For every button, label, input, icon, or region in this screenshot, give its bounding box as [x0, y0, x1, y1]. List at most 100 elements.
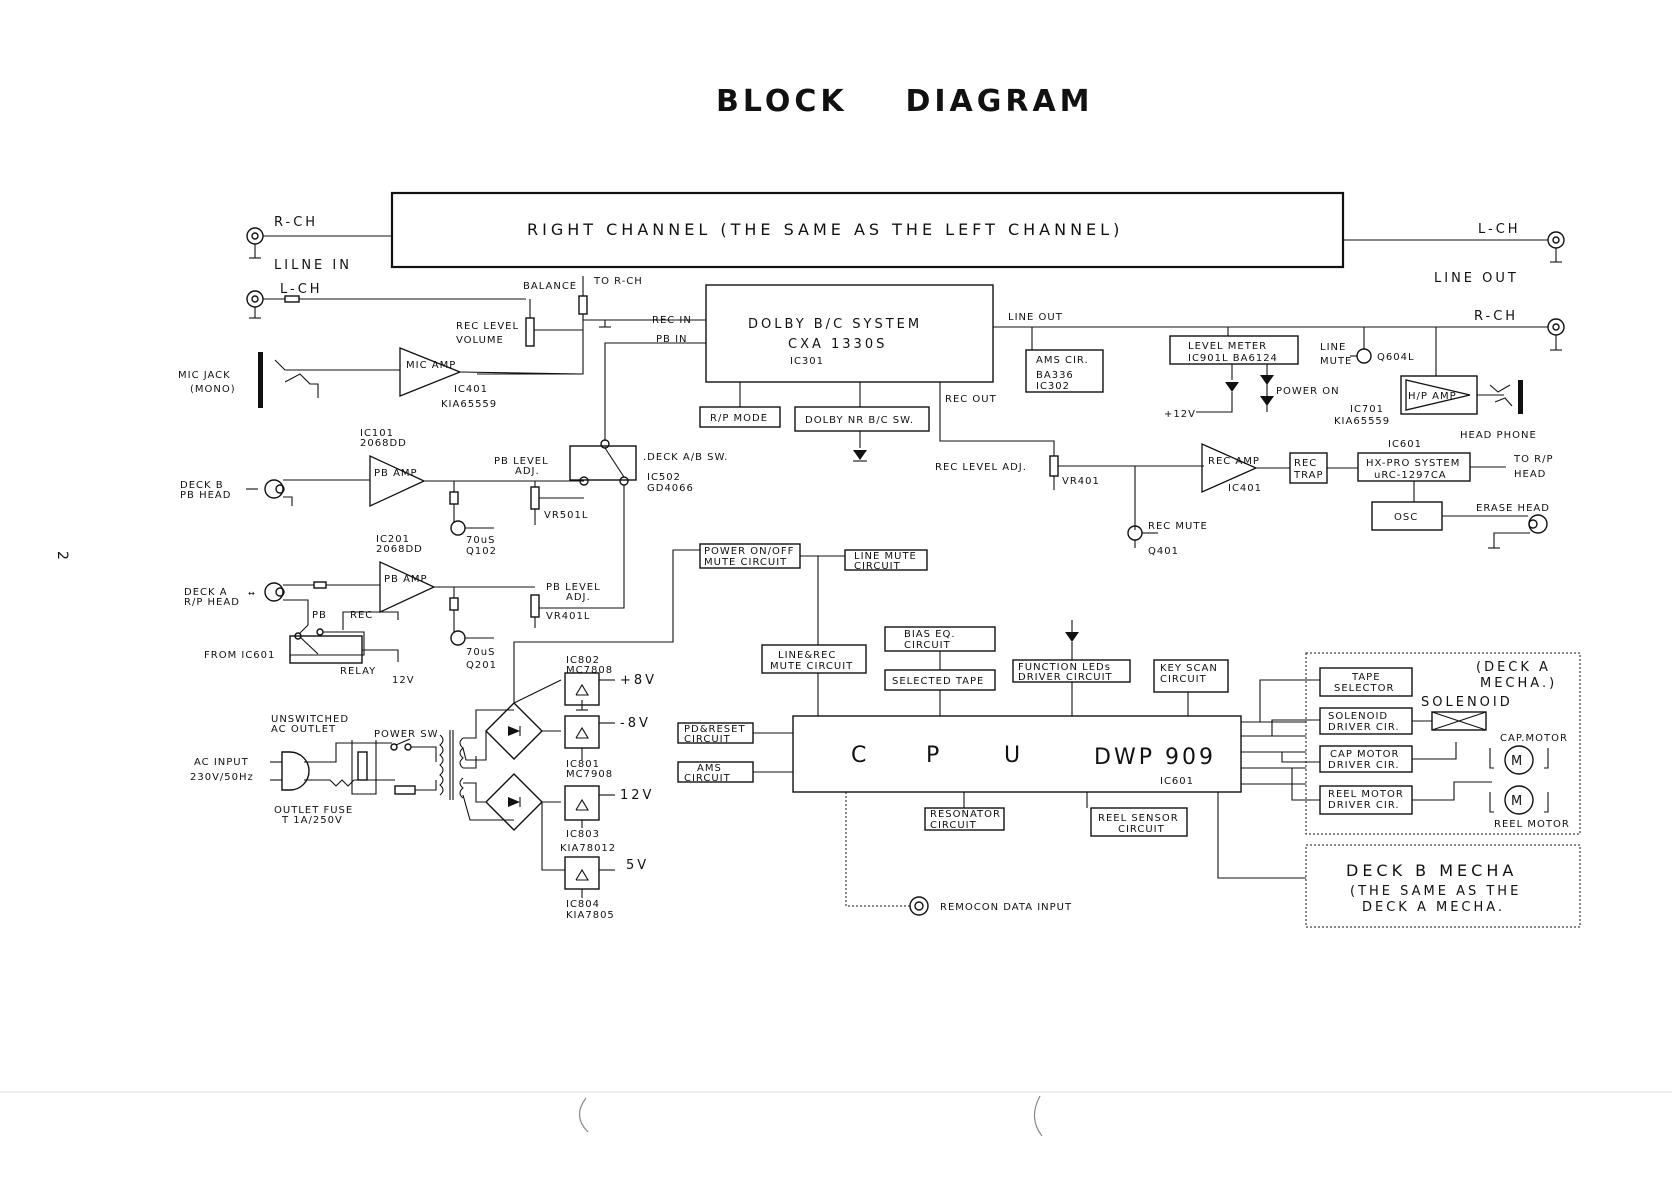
- pb-amp-1: [369, 454, 426, 508]
- dolby-rec-in-label: REC IN: [652, 315, 692, 326]
- dolby-nr-sw-label: DOLBY NR B/C SW.: [805, 415, 914, 426]
- line-out-lch-label: L-CH: [1478, 222, 1521, 237]
- outlet-fuse-label: OUTLET FUSE: [274, 805, 353, 816]
- cap-motor-m: M: [1511, 754, 1525, 769]
- reel-sensor-label-1: REEL SENSOR: [1098, 813, 1179, 824]
- kia78012-label: KIA78012: [560, 843, 616, 854]
- ic101-label: IC101: [360, 428, 394, 439]
- unswitched-label-1: UNSWITCHED: [271, 714, 349, 725]
- line-out-label: LINE OUT: [1434, 271, 1519, 286]
- level-meter-led: [1225, 382, 1239, 392]
- from-ic601-label: FROM IC601: [204, 650, 275, 661]
- line-rec-mute-box: [761, 644, 867, 674]
- ams-circuit-label-2: CIRCUIT: [684, 773, 731, 784]
- relay-label: RELAY: [340, 666, 376, 677]
- line-rec-mute-label-1: LINE&REC: [778, 650, 836, 661]
- deck-b-pb-head: [264, 479, 370, 506]
- deck-b-mecha-line2: (THE SAME AS THE: [1350, 884, 1521, 899]
- line-mute-label-1: LINE: [1320, 342, 1346, 353]
- vr401l-label: VR401L: [546, 611, 590, 622]
- cpu-p: P: [926, 743, 942, 768]
- bridge-rectifier-2: [485, 773, 543, 831]
- to-rch-label: TO R-CH: [593, 276, 643, 287]
- rec-level-pot: [525, 317, 535, 347]
- q102-label: Q102: [466, 546, 497, 557]
- ic801-regulator: [564, 715, 600, 749]
- cpu-c: C: [851, 743, 869, 768]
- cap-motor-symbol: [1504, 745, 1534, 775]
- rec-amp: [1201, 442, 1258, 494]
- adj2-label: ADJ.: [566, 592, 591, 603]
- dolby-line1: DOLBY B/C SYSTEM: [748, 317, 922, 332]
- dolby-nr-sw-box: [794, 406, 930, 432]
- deck-a-arrow: ↔: [248, 589, 256, 598]
- bias-eq-label-2: CIRCUIT: [904, 640, 951, 651]
- remocon-jack: [909, 896, 929, 916]
- plus12v-label: +12V: [1164, 409, 1196, 420]
- vr501l-pot: [530, 486, 540, 510]
- reel-motor-driver-label-1: REEL MOTOR: [1328, 789, 1404, 800]
- mic-amp-label: MIC AMP: [406, 360, 456, 371]
- ams-cir-label: AMS CIR.: [1036, 355, 1089, 366]
- ic101-part-label: 2068DD: [360, 438, 407, 449]
- deck-a-rp-head: [264, 581, 380, 625]
- reel-sensor-box: [1090, 807, 1188, 837]
- dolby-line-out-label: LINE OUT: [1008, 312, 1063, 323]
- solenoid-driver-label-1: SOLENOID: [1328, 711, 1388, 722]
- fold-mark-2: [1033, 1095, 1043, 1137]
- line-out-rch-jack: [1547, 318, 1565, 351]
- key-scan-label-1: KEY SCAN: [1160, 663, 1218, 674]
- resonator-label-2: CIRCUIT: [930, 820, 977, 831]
- ic201-part-label: 2068DD: [376, 544, 423, 555]
- reel-motor-label: REEL MOTOR: [1494, 819, 1570, 830]
- adj1-label: ADJ.: [515, 466, 540, 477]
- func-led: [1065, 632, 1079, 642]
- page-number: 2: [54, 551, 70, 561]
- ac-input-label: AC INPUT: [194, 757, 249, 768]
- pb-label: PB: [312, 610, 327, 621]
- vr501l-label: VR501L: [544, 510, 588, 521]
- line-in-lch-jack: [246, 290, 526, 319]
- ic401-rec-label: IC401: [1228, 483, 1262, 494]
- line-mute-circuit-label-1: LINE MUTE: [854, 551, 917, 562]
- rec-mute-label: REC MUTE: [1148, 521, 1208, 532]
- erase-head: [1442, 514, 1548, 549]
- mic-jack-label: MIC JACK: [178, 370, 231, 381]
- line-rec-mute-label-2: MUTE CIRCUIT: [770, 661, 853, 672]
- erase-head-label: ERASE HEAD: [1476, 503, 1550, 514]
- q401-label: Q401: [1148, 546, 1179, 557]
- power-transformer: [439, 730, 464, 800]
- right-channel-label: RIGHT CHANNEL (THE SAME AS THE LEFT CHAN…: [527, 220, 1123, 239]
- kia7805-label: KIA7805: [566, 910, 615, 921]
- cpu-u: U: [1004, 743, 1023, 768]
- ic701-label: IC701: [1350, 404, 1384, 415]
- head-phone-jack: [1518, 380, 1523, 414]
- tape-selector-box: [1319, 667, 1413, 697]
- level-meter-label: LEVEL METER: [1188, 341, 1267, 352]
- volume-label: VOLUME: [456, 335, 504, 346]
- pb-amp-1-label: PB AMP: [374, 468, 418, 479]
- tape-selector-label-1: TAPE: [1351, 672, 1381, 683]
- head-phone-label: HEAD PHONE: [1460, 430, 1537, 441]
- right-channel-box: [390, 191, 1345, 269]
- deck-a-mecha-box: [1305, 652, 1581, 835]
- 12v-relay-label: 12V: [392, 675, 415, 686]
- ic803-label: IC803: [566, 829, 600, 840]
- deck-b-label: DECK B: [180, 480, 224, 491]
- deck-ab-switch-box: [569, 445, 637, 481]
- pb-amp-2-label: PB AMP: [384, 574, 428, 585]
- reel-motor-driver-label-2: DRIVER CIR.: [1328, 800, 1400, 811]
- deck-b-mecha-line1: DECK B MECHA: [1346, 861, 1517, 880]
- pd-reset-label-1: PD&RESET: [684, 724, 746, 735]
- rec-amp-label: REC AMP: [1208, 456, 1260, 467]
- ic401-mic-label: IC401: [454, 384, 488, 395]
- cap-motor-label: CAP.MOTOR: [1500, 733, 1568, 744]
- ic804-regulator: [564, 856, 600, 890]
- ac-spec-label: 230V/50Hz: [190, 772, 254, 783]
- us70-2-label: 70uS: [466, 647, 495, 658]
- line-mute-circuit-box: [844, 549, 928, 571]
- mc7908-label: MC7908: [566, 769, 613, 780]
- selected-tape-label: SELECTED TAPE: [892, 676, 984, 687]
- level-meter-ic-label: IC901L BA6124: [1188, 353, 1278, 364]
- rp-mode-label: R/P MODE: [710, 413, 768, 424]
